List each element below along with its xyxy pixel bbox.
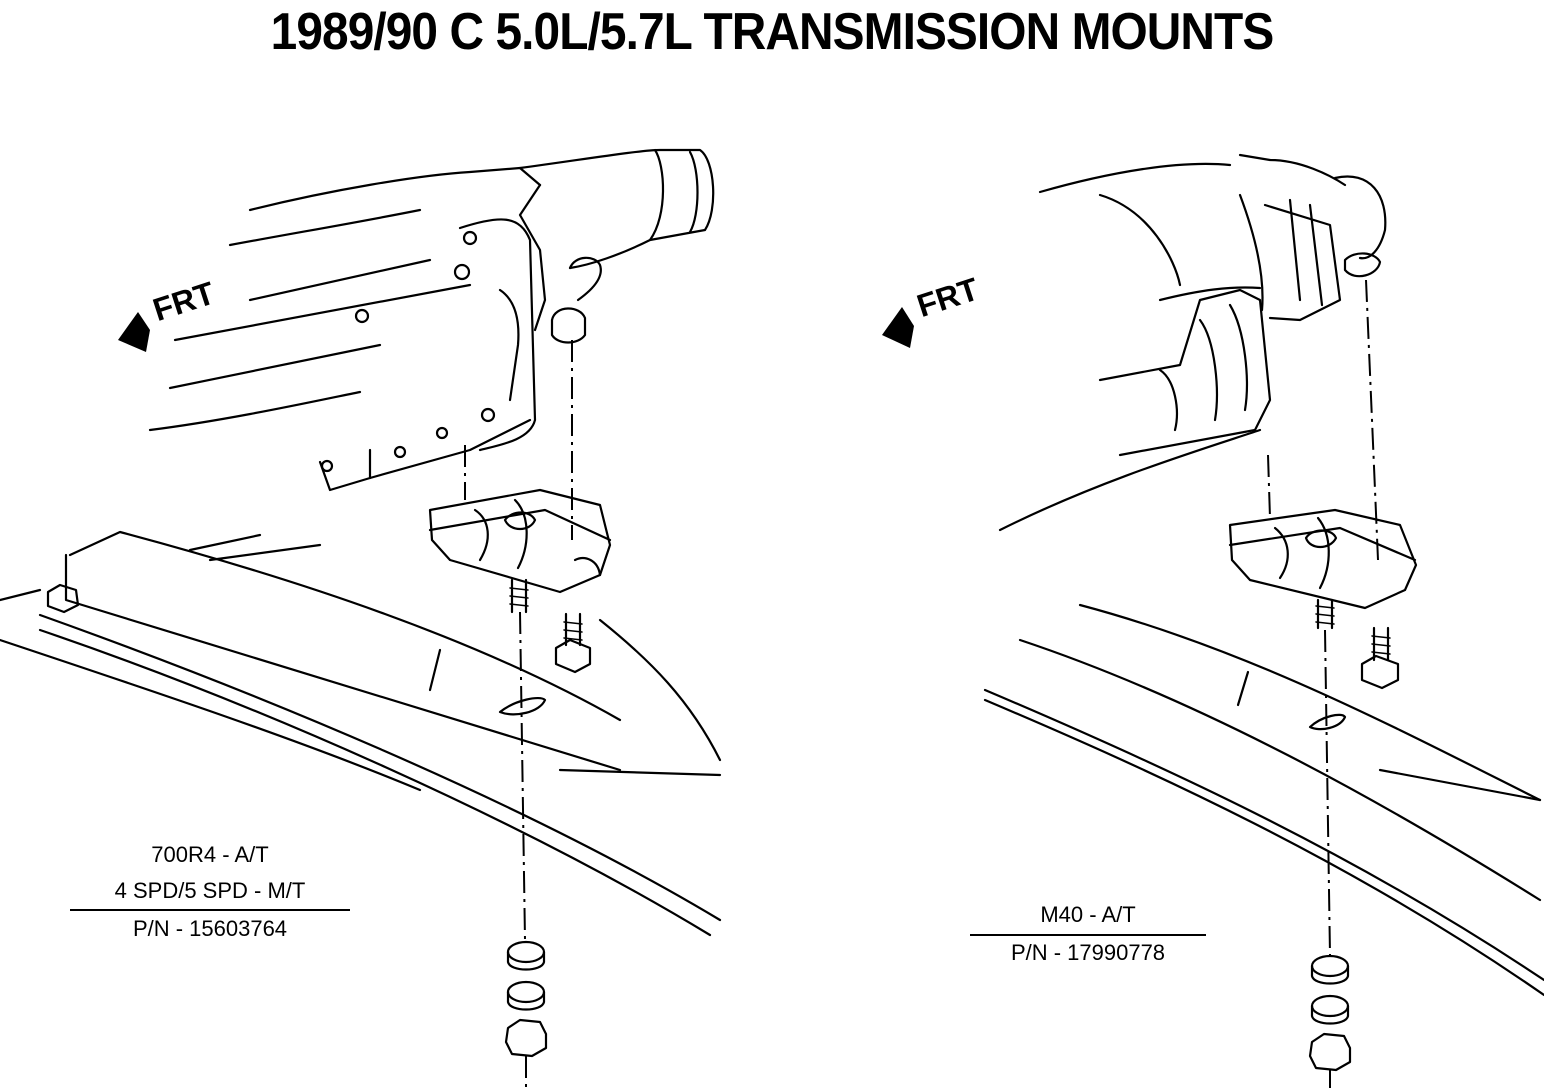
left-part-number: P/N - 15603764 [132, 916, 288, 941]
left-transmission-type-label: 700R4 - A/T [151, 842, 269, 867]
diagram-title: 1989/90 C 5.0L/5.7L TRANSMISSION MOUNTS [270, 3, 1275, 61]
left-caption-divider [70, 909, 350, 911]
left-manual-transmission-label: 4 SPD/5 SPD - M/T [114, 878, 306, 903]
right-caption-divider [970, 934, 1206, 936]
left-transmission-assembly [0, 148, 722, 1088]
right-transmission-assembly [882, 153, 1544, 1088]
left-front-arrow-icon [118, 312, 150, 352]
right-part-number: P/N - 17990778 [1010, 940, 1166, 965]
right-transmission-type-label: M40 - A/T [1040, 902, 1136, 927]
right-front-arrow-icon [882, 307, 914, 348]
